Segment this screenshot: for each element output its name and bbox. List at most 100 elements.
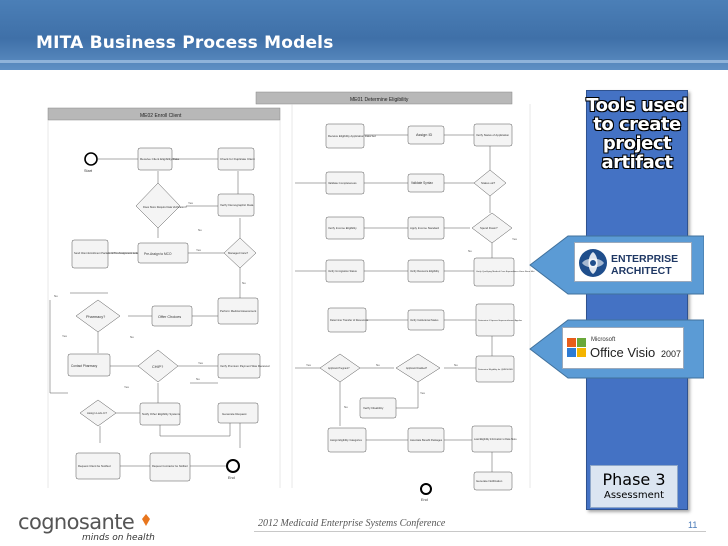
left-node-check-dup xyxy=(217,147,255,171)
left-start-node xyxy=(84,152,98,166)
right-node-generate-notification-label: Generate Notification xyxy=(476,479,503,483)
right-node-verify-income xyxy=(325,216,365,240)
tools-sidebar xyxy=(586,90,688,510)
right-decision-applicant-pregnant xyxy=(319,353,361,383)
left-decision-does-store-label: Does Store Require Data Verification? xyxy=(143,205,187,209)
edge-label-yes-3: Yes xyxy=(62,334,67,338)
right-node-determine-spousal xyxy=(475,303,515,337)
page-number: 11 xyxy=(688,520,698,530)
right-node-verify-status-label: Verify Status of Application xyxy=(476,133,510,137)
right-node-validate-completeness-label: Validate Completeness xyxy=(328,181,357,185)
left-node-verify-premium xyxy=(217,353,261,379)
office-visio-version: 2007 xyxy=(661,349,681,359)
right-title-bar xyxy=(255,91,513,105)
left-node-notify-other-label: Notify Other Eligibility Systems xyxy=(142,412,181,416)
left-node-send-client xyxy=(71,239,109,269)
right-node-verify-immigration xyxy=(325,259,365,283)
cognosante-wordmark: cognosante xyxy=(18,510,135,534)
edge-label-yes-4: Yes xyxy=(198,361,203,365)
edge-label-no-1: No xyxy=(198,228,202,232)
office-visio-name: Office Visio xyxy=(590,345,655,360)
left-node-generate-request-label: Generate Request xyxy=(222,412,247,416)
left-decision-does-store xyxy=(135,182,181,229)
right-decision-applicant-disabled-label: Applicant Disabled? xyxy=(406,367,428,370)
left-decision-chip-label: CHIP? xyxy=(152,365,163,369)
edge-label-yes-6: Yes xyxy=(512,237,517,241)
left-node-offer-choices-label: Offer Choices xyxy=(158,315,181,319)
right-node-verify-disability xyxy=(359,397,397,419)
left-node-verify-demo xyxy=(217,193,255,217)
edge-label-yes-7: Yes xyxy=(306,363,311,367)
right-node-determine-transfer xyxy=(327,307,367,333)
right-title: ME01 Determine Eligibility xyxy=(350,97,409,103)
edge-label-yes-5: Yes xyxy=(124,385,129,389)
left-node-pre-assign-label: Pre-Assign to MCO xyxy=(144,252,172,256)
left-start-label: Start xyxy=(84,169,93,173)
edge-label-no-3: No xyxy=(54,294,58,298)
right-node-verify-resource-label: Verify Resource Eligibility xyxy=(410,269,440,273)
left-decision-pharmacy-label: Pharmacy? xyxy=(86,315,105,319)
left-node-request-client xyxy=(75,452,121,480)
right-node-validate-syntax-label: Validate Syntax xyxy=(411,181,433,185)
tools-title: Tools used to create project artifact xyxy=(586,96,688,172)
left-decision-assign-lock xyxy=(79,399,117,427)
left-node-send-client-label: Send Client Enrollment Packets & Pre-Ass… xyxy=(74,251,141,255)
office-visio-logo: Microsoft Office Visio 2007 xyxy=(562,327,684,369)
enterprise-architect-logo: ENTERPRISE ARCHITECT xyxy=(574,242,692,282)
footer-divider xyxy=(254,531,706,532)
edge-label-yes-2: Yes xyxy=(196,248,201,252)
right-node-validate-completeness xyxy=(325,171,365,195)
cognosante-logo: cognosante minds on health xyxy=(18,510,168,544)
right-node-apply-income-label: Apply Income Standard xyxy=(410,226,440,230)
left-decision-chip xyxy=(137,349,179,383)
right-node-assign-categories xyxy=(327,427,367,453)
right-node-receive-app xyxy=(325,123,365,149)
left-node-request-contractor xyxy=(149,452,191,482)
edge-label-yes-8: Yes xyxy=(420,391,425,395)
left-node-check-dup-label: Check for Duplicate Client xyxy=(220,157,255,161)
slide-title: MITA Business Process Models xyxy=(36,33,334,53)
left-node-notify-other xyxy=(139,402,181,426)
office-visio-icon xyxy=(567,338,586,357)
edge-label-no-6: No xyxy=(468,249,472,253)
right-node-assign-categories-label: Assign Eligibility Categories xyxy=(330,438,363,442)
left-decision-managed-care xyxy=(223,237,257,269)
enterprise-architect-name: ENTERPRISE xyxy=(611,253,678,265)
tools-title-line: to create xyxy=(593,114,681,135)
left-node-perform-medical xyxy=(217,297,259,325)
tools-title-line: Tools used xyxy=(586,95,688,116)
left-node-receive-label: Receive Client Eligibility Data xyxy=(140,157,179,161)
right-process-diagram: ME01 Determine Eligibility Receive Eligi… xyxy=(255,91,535,502)
left-title-bar xyxy=(47,107,281,121)
left-decision-assign-lock-label: Assign Lock-In? xyxy=(87,411,107,415)
right-node-validate-syntax xyxy=(407,173,445,193)
right-node-associate-benefit xyxy=(407,427,445,453)
left-decision-managed-care-label: Managed Care? xyxy=(228,251,249,255)
right-decision-spend-down-label: Spend Down? xyxy=(480,226,498,230)
edge-label-no-5: No xyxy=(196,377,200,381)
left-end-node xyxy=(226,459,240,473)
left-node-verify-premium-label: Verify Premium Payment Was Received xyxy=(220,364,270,368)
enterprise-architect-icon xyxy=(579,249,607,277)
right-node-apply-income xyxy=(407,216,445,240)
right-node-assign-id xyxy=(407,125,445,145)
tools-title-line: artifact xyxy=(601,152,673,173)
left-node-offer-choices xyxy=(151,305,193,327)
right-node-verify-qualifying-label: Verify Qualifying Medical Care Expenditu… xyxy=(476,270,535,273)
right-node-verify-resource xyxy=(407,259,445,283)
right-decision-status-ok xyxy=(473,169,507,197)
header-rule xyxy=(0,60,728,63)
edge-label-no-2: No xyxy=(242,281,246,285)
right-decision-status-ok-label: Status ok? xyxy=(481,181,496,185)
right-node-determine-eligibility xyxy=(475,355,515,383)
enterprise-architect-sub: ARCHITECT xyxy=(611,265,672,277)
cognosante-tagline: minds on health xyxy=(82,533,155,543)
right-decision-applicant-disabled xyxy=(395,353,441,383)
right-node-verify-income-label: Verify Income Eligibility xyxy=(328,226,357,230)
left-node-request-contractor-label: Request Contractor be Notified xyxy=(152,464,188,468)
left-node-contact-pharmacy xyxy=(67,353,111,377)
phase-subtitle: Assessment xyxy=(604,490,664,501)
left-title: ME02 Enroll Client xyxy=(140,113,182,119)
left-node-request-client-label: Request Client be Notified xyxy=(78,464,111,468)
right-node-verify-disability-label: Verify Disability xyxy=(363,406,384,410)
